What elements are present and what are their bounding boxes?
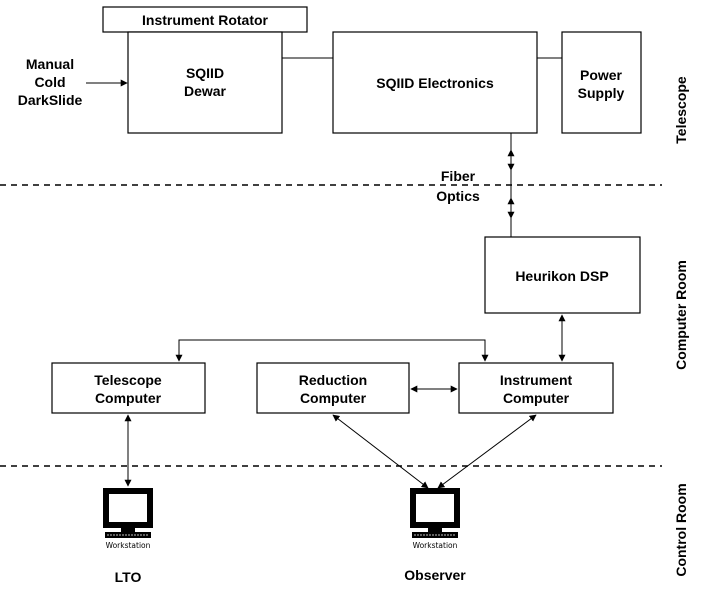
workstation-observer: Workstation Observer	[404, 488, 466, 583]
svg-text:Dewar: Dewar	[184, 83, 227, 99]
workstation-label: Observer	[404, 567, 466, 583]
svg-text:Computer: Computer	[300, 390, 367, 406]
svg-text:Manual: Manual	[26, 56, 74, 72]
svg-text:Cold: Cold	[34, 74, 65, 90]
fiber-optics-label: Fiber Optics	[436, 168, 480, 204]
svg-text:SQIID: SQIID	[186, 65, 224, 81]
svg-text:Power: Power	[580, 67, 623, 83]
svg-text:Instrument: Instrument	[500, 372, 573, 388]
svg-text:Computer: Computer	[503, 390, 570, 406]
svg-text:Heurikon DSP: Heurikon DSP	[515, 268, 608, 284]
svg-text:Fiber: Fiber	[441, 168, 476, 184]
svg-text:Reduction: Reduction	[299, 372, 367, 388]
reduction-computer-box: Reduction Computer	[256, 362, 410, 414]
svg-text:Instrument Rotator: Instrument Rotator	[142, 12, 269, 28]
reduction-observer-arrow	[332, 414, 429, 489]
telescope-instrument-bracket	[175, 339, 489, 362]
svg-text:SQIID Electronics: SQIID Electronics	[376, 75, 494, 91]
svg-text:DarkSlide: DarkSlide	[18, 92, 83, 108]
instrument-rotator-box: Instrument Rotator	[102, 6, 308, 33]
svg-text:Telescope: Telescope	[94, 372, 162, 388]
svg-text:Optics: Optics	[436, 188, 480, 204]
power-supply-box: Power Supply	[561, 31, 642, 134]
svg-text:Computer: Computer	[95, 390, 162, 406]
heurikon-dsp-box: Heurikon DSP	[484, 236, 641, 314]
instrument-computer-box: Instrument Computer	[458, 362, 614, 414]
sqiid-electronics-box: SQIID Electronics	[332, 31, 538, 134]
zone-label-telescope: Telescope	[673, 76, 689, 144]
workstation-caption: Workstation	[106, 541, 151, 550]
svg-text:Supply: Supply	[578, 85, 625, 101]
workstation-monitor-icon	[410, 488, 460, 538]
zone-label-control-room: Control Room	[673, 483, 689, 576]
sqiid-dewar-box: SQIID Dewar	[127, 31, 283, 134]
workstation-monitor-icon	[103, 488, 153, 538]
telescope-computer-box: Telescope Computer	[51, 362, 206, 414]
workstation-lto: Workstation LTO	[103, 488, 153, 585]
instrument-observer-arrow	[437, 414, 537, 489]
workstation-caption: Workstation	[413, 541, 458, 550]
workstation-label: LTO	[115, 569, 142, 585]
manual-cold-darkslide-label: Manual Cold DarkSlide	[18, 56, 83, 108]
zone-label-computer-room: Computer Room	[673, 260, 689, 370]
